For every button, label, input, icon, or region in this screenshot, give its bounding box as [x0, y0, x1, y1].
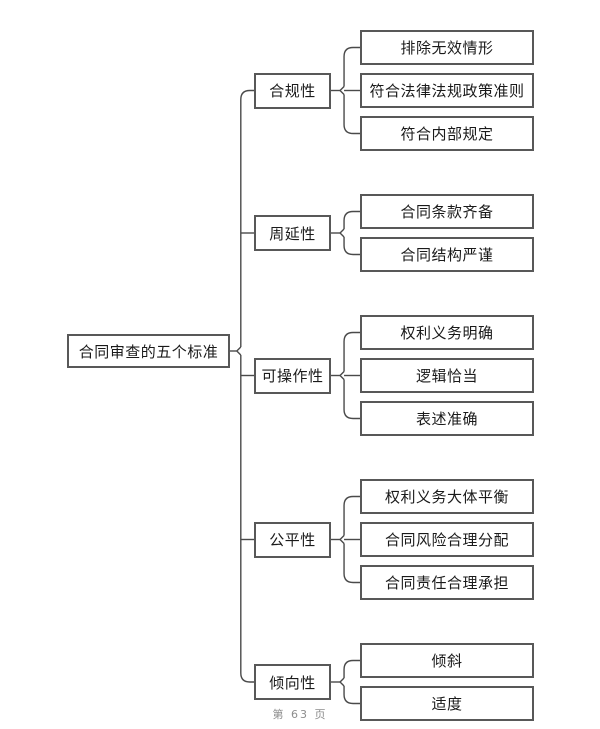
branch-node-3-label: 公平性 — [269, 531, 316, 549]
leaf-node-2-2[interactable]: 表述准确 — [360, 401, 534, 436]
branch-0-to-leaves-notch — [339, 86, 345, 95]
root-to-branches-spine — [240, 89, 254, 683]
branch-1-to-leaves-spine — [343, 210, 360, 256]
branch-node-3[interactable]: 公平性 — [254, 521, 331, 558]
branch-node-2[interactable]: 可操作性 — [254, 357, 331, 394]
leaf-node-1-0-label: 合同条款齐备 — [400, 203, 494, 221]
branch-0-to-leaves-spine — [343, 46, 360, 135]
leaf-node-2-2-label: 表述准确 — [415, 410, 478, 428]
leaf-node-0-2-label: 符合内部规定 — [400, 125, 494, 143]
leaf-node-4-0-label: 倾斜 — [431, 652, 463, 670]
root-node-label: 合同审查的五个标准 — [78, 342, 219, 361]
leaf-node-3-2-label: 合同责任合理承担 — [384, 574, 509, 592]
branch-4-to-leaves-notch — [339, 677, 345, 687]
branch-node-1-label: 周延性 — [269, 224, 316, 243]
leaf-node-3-0-label: 权利义务大体平衡 — [384, 488, 509, 506]
branch-node-4[interactable]: 倾向性 — [254, 664, 331, 700]
branch-node-0[interactable]: 合规性 — [254, 72, 331, 109]
leaf-node-4-0[interactable]: 倾斜 — [360, 643, 534, 678]
leaf-node-4-1-label: 适度 — [431, 695, 463, 713]
branch-node-2-label: 可操作性 — [261, 367, 324, 385]
branch-2-to-leaves-spine — [343, 331, 360, 420]
branch-3-to-leaves-notch — [339, 535, 345, 544]
leaf-node-3-1-label: 合同风险合理分配 — [384, 531, 509, 549]
branch-4-to-leaves-spine — [343, 659, 360, 705]
page-number-footer: 第 63 页 — [272, 708, 328, 721]
leaf-node-1-1-label: 合同结构严谨 — [400, 246, 494, 264]
leaf-node-3-2[interactable]: 合同责任合理承担 — [360, 565, 534, 600]
leaf-node-1-1[interactable]: 合同结构严谨 — [360, 237, 534, 272]
leaf-node-4-1[interactable]: 适度 — [360, 686, 534, 721]
leaf-node-2-0[interactable]: 权利义务明确 — [360, 315, 534, 350]
leaf-node-0-2[interactable]: 符合内部规定 — [360, 116, 534, 151]
leaf-node-0-1-label: 符合法律法规政策准则 — [369, 82, 525, 100]
root-to-branches-notch — [236, 346, 242, 356]
branch-3-to-leaves-spine — [343, 495, 360, 584]
branch-node-0-label: 合规性 — [269, 82, 316, 100]
leaf-node-2-0-label: 权利义务明确 — [400, 324, 494, 342]
branch-node-1[interactable]: 周延性 — [254, 215, 331, 251]
branch-1-to-leaves-notch — [339, 228, 345, 238]
leaf-node-2-1[interactable]: 逻辑恰当 — [360, 358, 534, 393]
branch-2-to-leaves-notch — [339, 371, 345, 380]
leaf-node-2-1-label: 逻辑恰当 — [415, 367, 478, 385]
leaf-node-0-1[interactable]: 符合法律法规政策准则 — [360, 73, 534, 108]
root-node[interactable]: 合同审查的五个标准 — [67, 334, 230, 368]
leaf-node-0-0[interactable]: 排除无效情形 — [360, 30, 534, 65]
leaf-node-3-0[interactable]: 权利义务大体平衡 — [360, 479, 534, 514]
leaf-node-0-0-label: 排除无效情形 — [400, 39, 494, 57]
branch-node-4-label: 倾向性 — [269, 673, 316, 692]
leaf-node-1-0[interactable]: 合同条款齐备 — [360, 194, 534, 229]
leaf-node-3-1[interactable]: 合同风险合理分配 — [360, 522, 534, 557]
